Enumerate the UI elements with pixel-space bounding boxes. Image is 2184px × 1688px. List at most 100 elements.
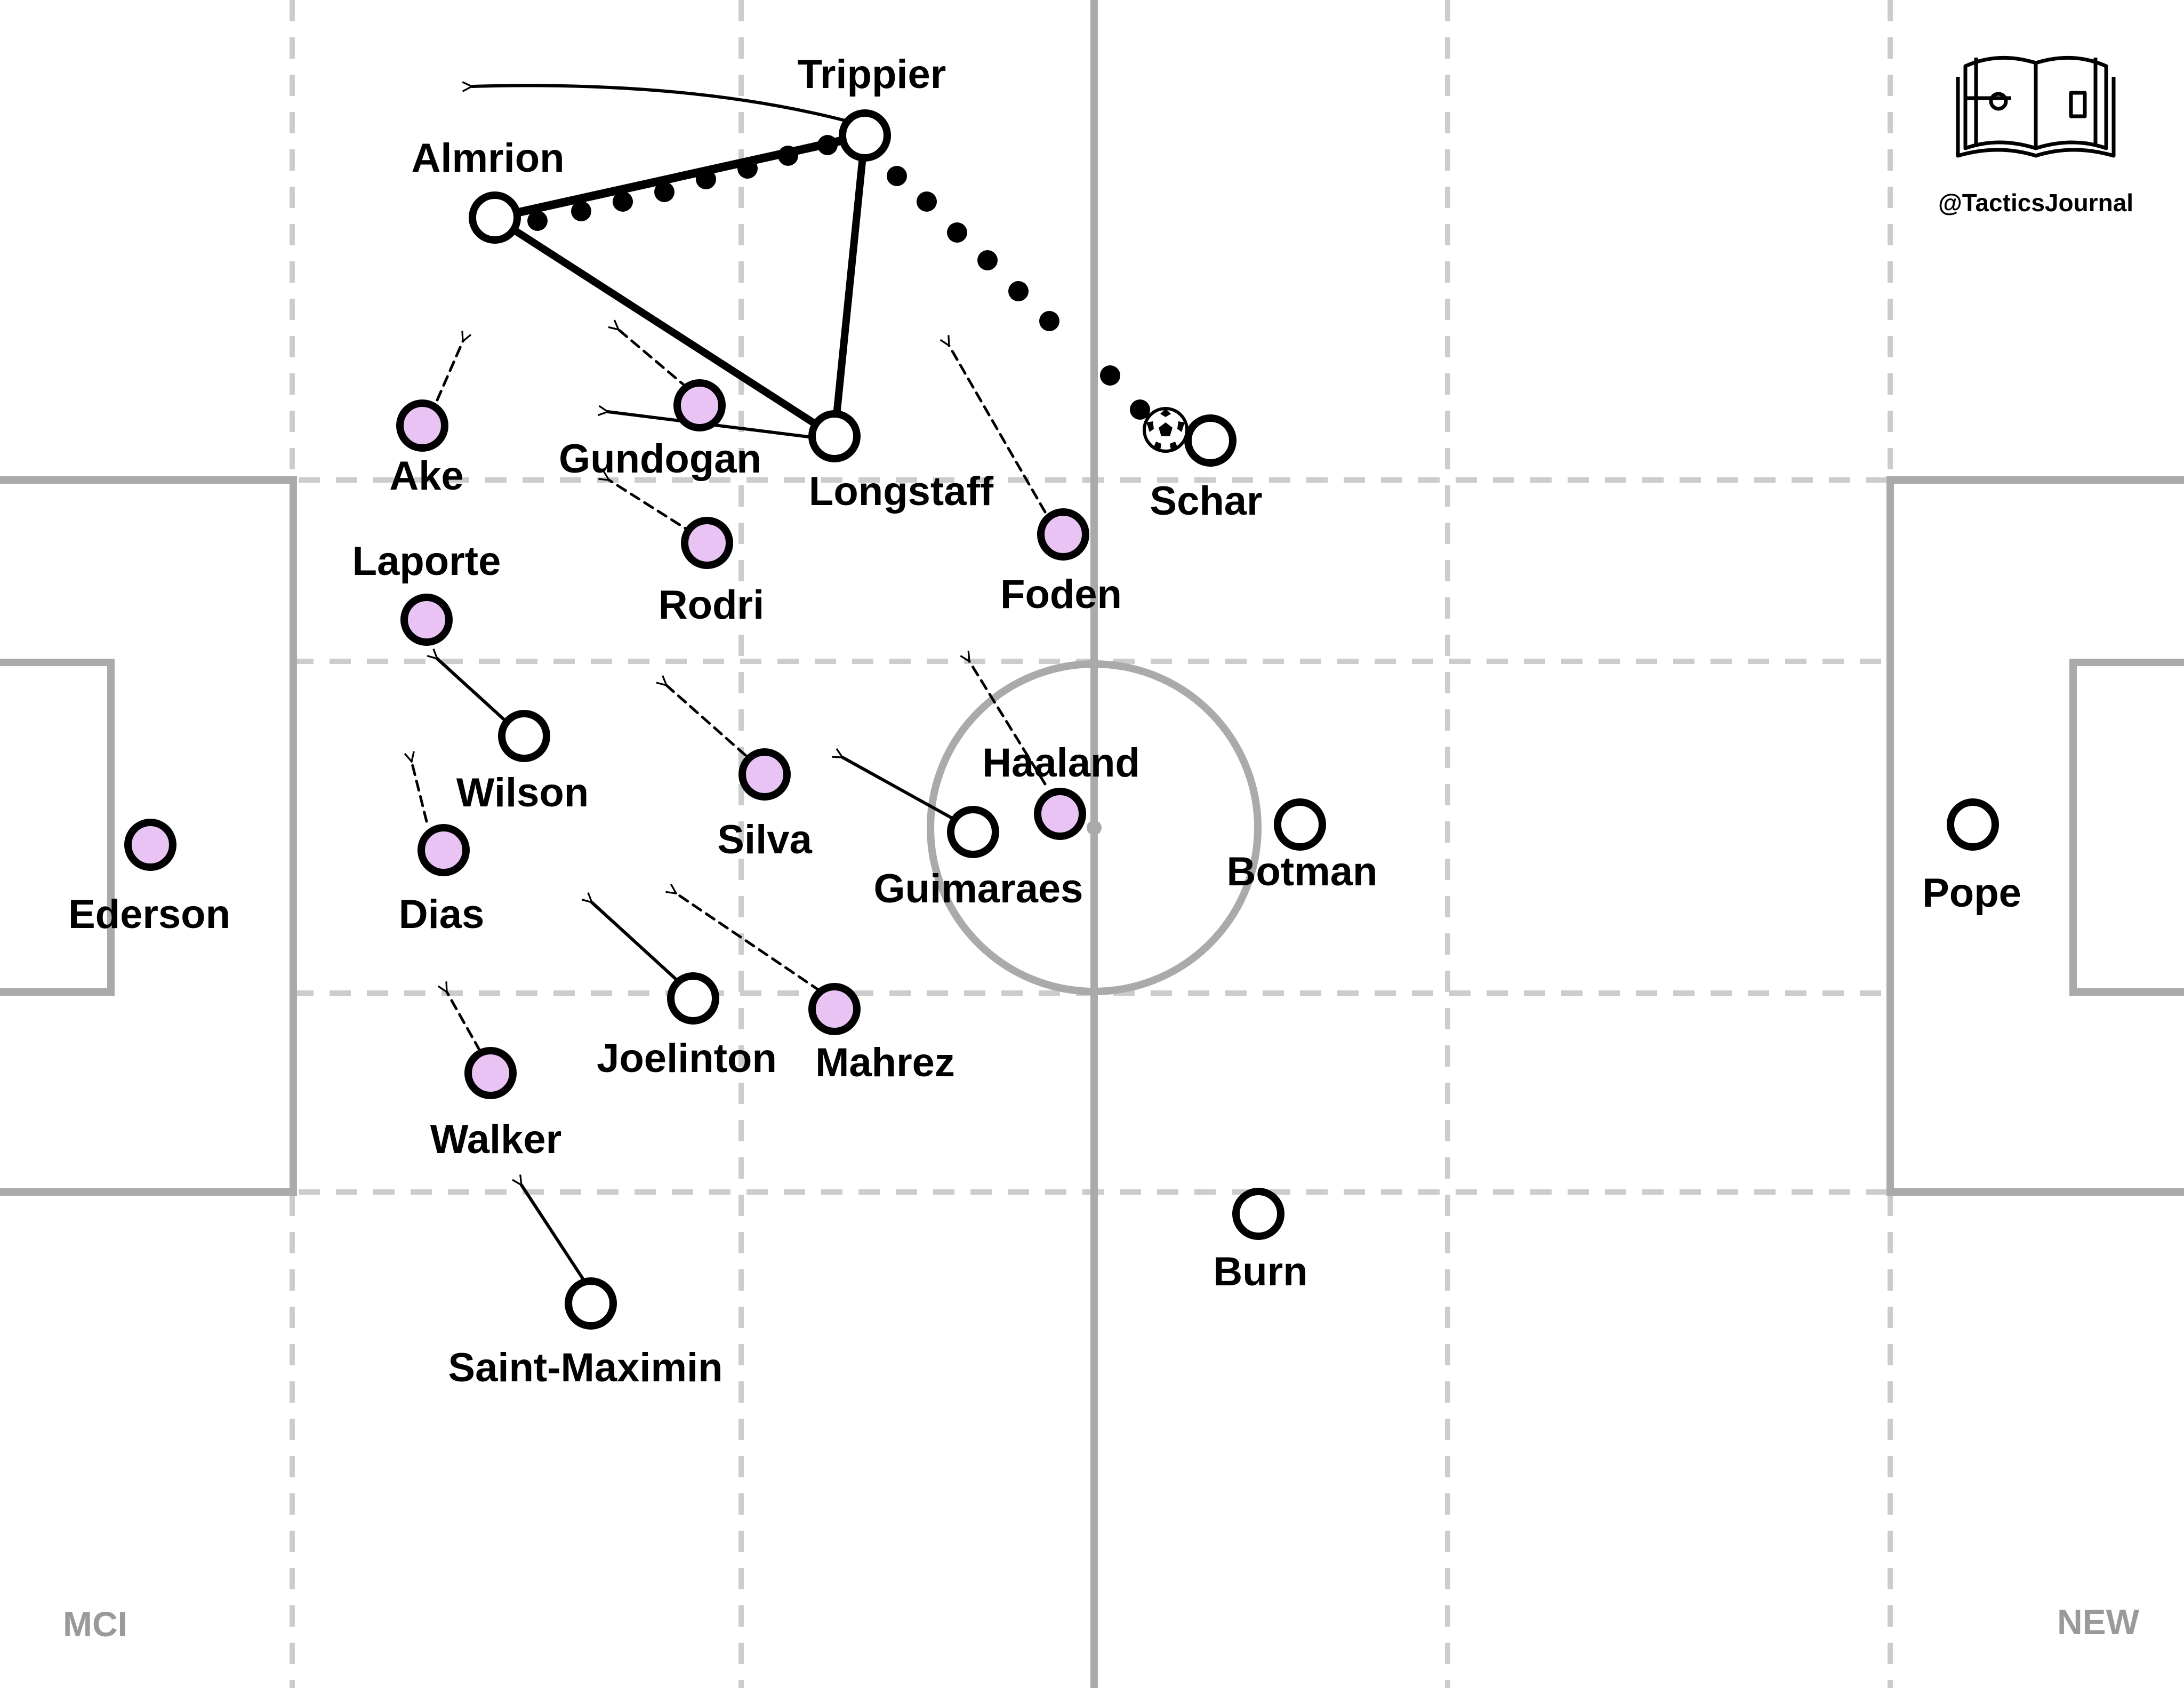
player-longstaff: Longstaff — [808, 410, 994, 514]
ball-path-dot — [917, 191, 937, 212]
player-label-haaland: Haaland — [982, 740, 1140, 786]
player-label-burn: Burn — [1213, 1249, 1307, 1294]
player-marker-ake — [396, 399, 448, 452]
ball-path-dot — [977, 250, 998, 270]
ball-path-dot — [1039, 311, 1059, 331]
movement-arrows-dashed — [412, 330, 1047, 1052]
player-silva: Silva — [717, 748, 812, 862]
player-marker-trippier — [839, 109, 891, 162]
player-marker-dias — [417, 824, 470, 876]
left-six-yard-box — [0, 659, 115, 996]
player-label-laporte: Laporte — [352, 539, 501, 584]
player-label-trippier: Trippier — [798, 52, 946, 97]
away-team-label: NEW — [2057, 1602, 2140, 1642]
player-gundogan: Gundogan — [559, 379, 761, 482]
right-six-yard-box — [2069, 659, 2184, 996]
run-arrow-joelinton — [592, 902, 679, 982]
pass-line-trippier-longstaff — [831, 132, 869, 440]
player-burn: Burn — [1213, 1188, 1308, 1294]
run-arrow-guimaraes — [842, 757, 961, 824]
player-marker-ederson — [124, 819, 176, 871]
player-pope: Pope — [1922, 798, 2021, 916]
player-label-wilson: Wilson — [456, 770, 589, 815]
ball-path-dot — [527, 211, 548, 231]
player-label-walker: Walker — [430, 1117, 561, 1162]
player-ederson: Ederson — [68, 819, 230, 937]
player-marker-gundogan — [673, 379, 726, 431]
player-label-dias: Dias — [399, 892, 485, 937]
ball-path-dot — [817, 135, 838, 155]
player-saint-maximin: Saint-Maximin — [448, 1277, 723, 1390]
player-label-saint-maximin: Saint-Maximin — [448, 1345, 722, 1390]
left-penalty-box — [0, 476, 297, 1196]
player-rodri: Rodri — [659, 517, 764, 628]
run-arrow-trippier — [472, 85, 855, 124]
press-arrow-mahrez — [676, 893, 822, 993]
player-marker-joelinton — [667, 972, 719, 1025]
ball-path-dot — [1130, 399, 1150, 420]
player-label-ederson: Ederson — [68, 892, 230, 937]
player-marker-laporte — [400, 594, 453, 646]
ball-path-dot — [1008, 281, 1029, 301]
player-marker-almrion — [469, 191, 521, 244]
player-marker-wilson — [498, 710, 550, 762]
ball-path-dot — [613, 191, 633, 212]
player-label-silva: Silva — [717, 817, 812, 862]
player-marker-mahrez — [808, 983, 861, 1035]
ball-path-dots — [527, 135, 1150, 420]
home-team-label: MCI — [63, 1604, 127, 1644]
player-label-joelinton: Joelinton — [597, 1036, 777, 1081]
player-label-mahrez: Mahrez — [815, 1040, 955, 1085]
player-laporte: Laporte — [352, 539, 501, 646]
press-arrow-ake — [436, 341, 463, 402]
player-dias: Dias — [399, 824, 485, 937]
press-arrow-rodri — [609, 480, 695, 535]
player-joelinton: Joelinton — [597, 972, 777, 1081]
player-marker-haaland — [1034, 788, 1086, 840]
right-penalty-box — [1886, 476, 2184, 1196]
player-ake: Ake — [389, 399, 464, 499]
player-label-schar: Schar — [1150, 478, 1262, 524]
passing-lines — [472, 85, 869, 440]
player-label-longstaff: Longstaff — [809, 469, 994, 514]
player-almrion: Almrion — [411, 135, 565, 244]
player-marker-schar — [1184, 414, 1236, 467]
credit-handle: @TacticsJournal — [1938, 189, 2133, 217]
ball-path-dot — [887, 166, 907, 186]
player-marker-walker — [464, 1047, 517, 1099]
player-label-pope: Pope — [1922, 870, 2021, 916]
centre-circle — [927, 660, 1262, 995]
press-arrow-foden — [949, 346, 1047, 514]
player-marker-saint-maximin — [565, 1277, 617, 1330]
ball-path-dot — [696, 169, 716, 189]
ball-path-dot — [571, 201, 591, 221]
player-label-rodri: Rodri — [659, 582, 764, 628]
ball-icon — [1143, 407, 1189, 453]
pass-line-almrion-trippier — [491, 131, 869, 222]
ball-path-dot — [1100, 365, 1120, 386]
player-label-botman: Botman — [1227, 849, 1378, 894]
player-botman: Botman — [1227, 798, 1378, 894]
player-marker-pope — [1947, 798, 1999, 851]
player-walker: Walker — [430, 1047, 561, 1162]
book-pitch-logo-icon — [1956, 55, 2116, 158]
run-arrow-wilson — [437, 659, 511, 726]
player-label-foden: Foden — [1000, 572, 1122, 617]
ball-path-dot — [778, 146, 798, 166]
ball-path-dot — [947, 222, 967, 243]
ball-path-dot — [737, 158, 758, 179]
press-arrow-gundogan — [619, 330, 689, 390]
player-guimaraes: Guimaraes — [874, 806, 1083, 911]
player-haaland: Haaland — [982, 740, 1140, 840]
player-label-almrion: Almrion — [411, 135, 564, 181]
player-trippier: Trippier — [798, 52, 946, 162]
press-arrow-silva — [667, 685, 747, 757]
centre-spot — [1087, 820, 1102, 835]
run-arrow-saint-maximin — [521, 1185, 587, 1284]
player-marker-foden — [1037, 508, 1089, 561]
player-foden: Foden — [1000, 508, 1122, 617]
player-label-ake: Ake — [389, 453, 463, 499]
player-label-gundogan: Gundogan — [559, 436, 761, 482]
press-arrow-walker — [447, 992, 481, 1052]
